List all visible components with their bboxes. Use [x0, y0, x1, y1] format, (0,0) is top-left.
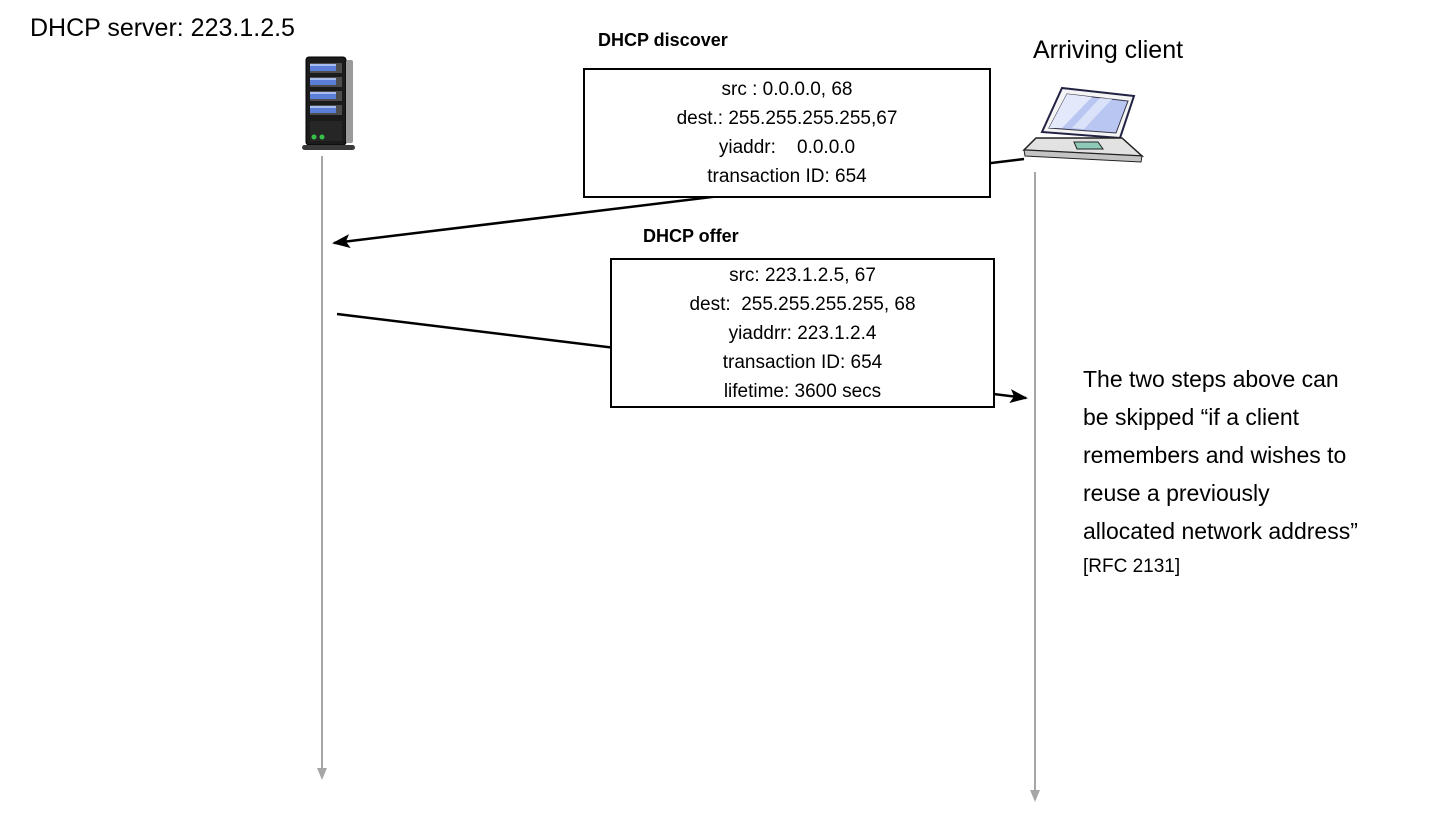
note-line: remembers and wishes to — [1083, 442, 1347, 468]
note-line: allocated network address” — [1083, 518, 1358, 544]
server-tower-icon — [300, 55, 358, 160]
offer-message-box: src: 223.1.2.5, 67 dest: 255.255.255.255… — [610, 258, 995, 408]
laptop-icon — [1022, 86, 1146, 177]
note: The two steps above can be skipped “if a… — [1083, 360, 1451, 584]
note-line: reuse a previously — [1083, 480, 1270, 506]
note-citation: [RFC 2131] — [1083, 556, 1181, 577]
discover-title: DHCP discover — [598, 30, 728, 50]
offer-field-transaction: transaction ID: 654 — [722, 351, 883, 373]
discover-field-src: src : 0.0.0.0, 68 — [721, 79, 853, 100]
discover-message-box: src : 0.0.0.0, 68 dest.: 255.255.255.255… — [583, 68, 991, 198]
discover-field-transaction: transaction ID: 654 — [707, 166, 867, 187]
discover-field-yiaddr: yiaddr: 0.0.0.0 — [718, 137, 856, 158]
offer-field-yiaddr: yiaddrr: 223.1.2.4 — [728, 322, 877, 344]
server-label: DHCP server: 223.1.2.5 — [30, 14, 295, 42]
offer-field-dest: dest: 255.255.255.255, 68 — [689, 293, 916, 315]
offer-field-src: src: 223.1.2.5, 67 — [729, 264, 876, 286]
offer-title: DHCP offer — [643, 226, 739, 246]
note-line: be skipped “if a client — [1083, 404, 1300, 430]
client-label: Arriving client — [1033, 36, 1184, 64]
discover-field-dest: dest.: 255.255.255.255,67 — [676, 108, 898, 129]
note-line: The two steps above can — [1083, 366, 1339, 392]
offer-field-lifetime: lifetime: 3600 secs — [723, 380, 882, 402]
